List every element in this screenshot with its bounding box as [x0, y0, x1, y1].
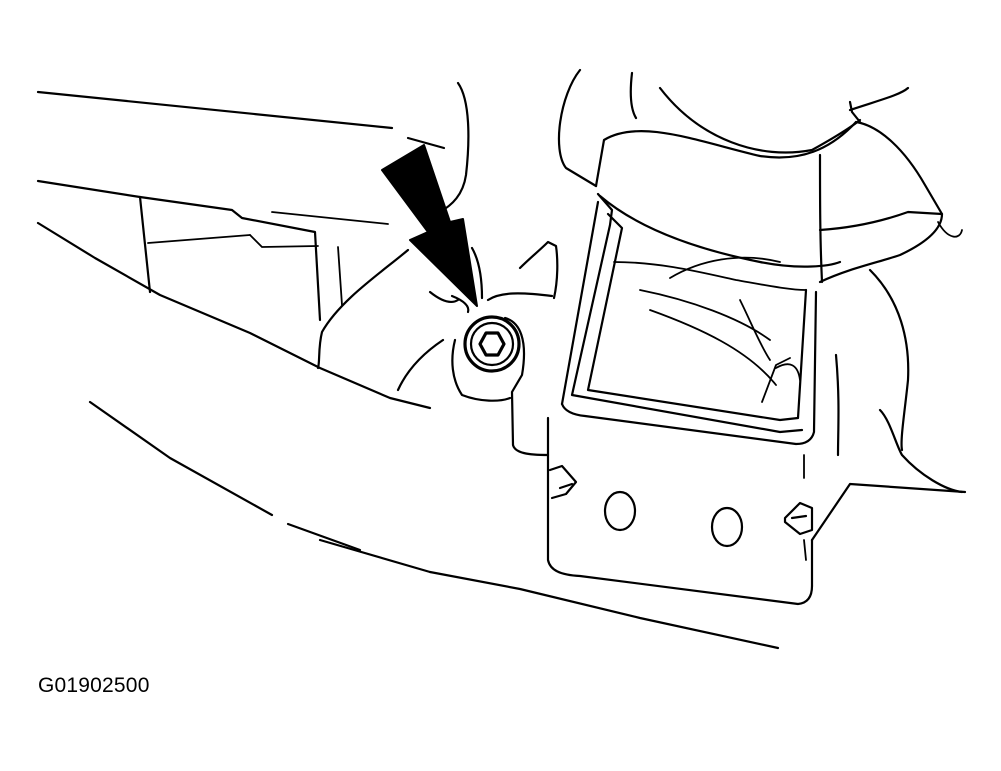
lower-frame-rail: [88, 400, 780, 650]
engine-mount: [557, 68, 964, 494]
upper-frame-rail: [36, 90, 446, 410]
lower-bracket-plate: [546, 416, 967, 606]
mounting-bracket: [316, 81, 559, 457]
callout-arrow-icon: [381, 144, 478, 307]
bracket-hole-right: [710, 506, 744, 548]
bracket-hole-left: [603, 490, 637, 532]
figure-code-label: G01902500: [38, 674, 150, 697]
hex-bolt-icon: [463, 315, 521, 373]
